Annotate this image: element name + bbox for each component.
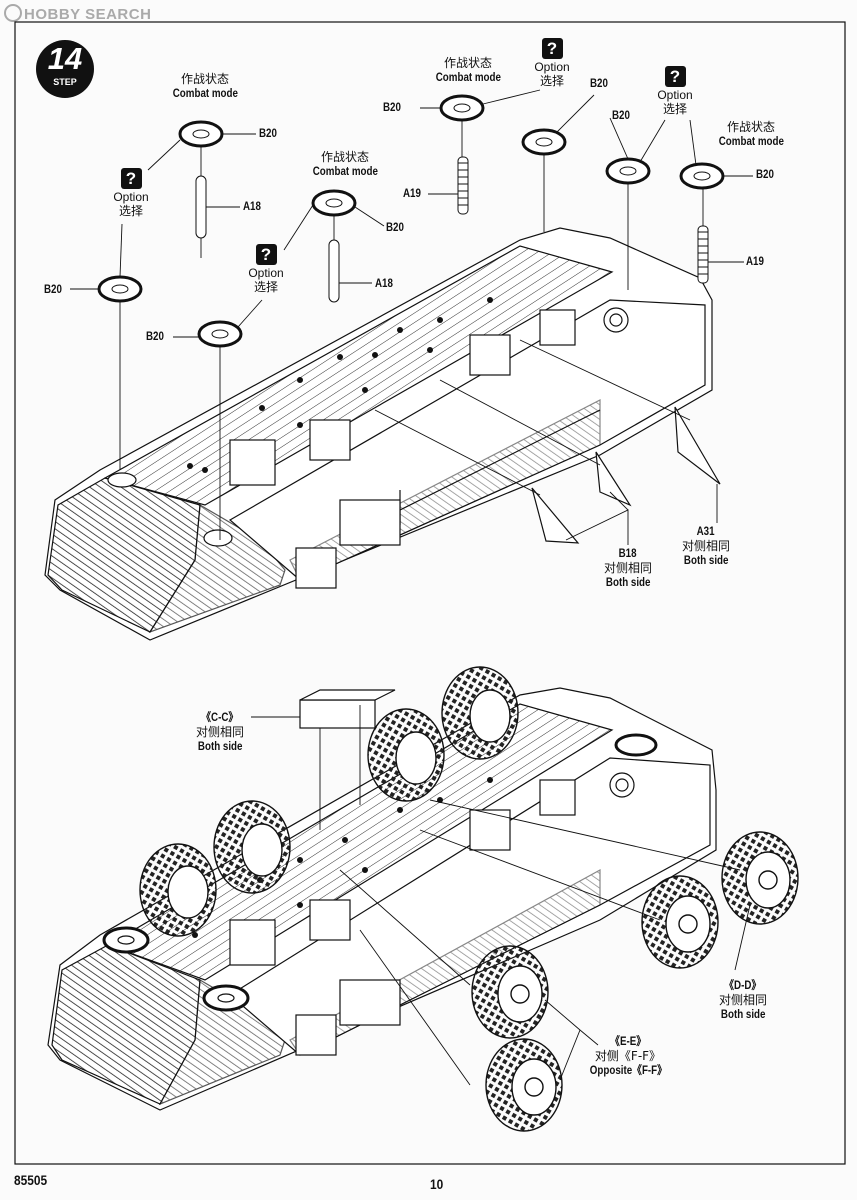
dd-callout: 《D-D》 对侧相同 Both side <box>703 978 783 1022</box>
pin-a19-1 <box>457 156 469 215</box>
step-word: STEP <box>53 77 77 87</box>
combat-en: Combat mode <box>435 72 501 84</box>
option-note-4: ? Option 选择 <box>649 66 701 116</box>
part-a19: A19 <box>403 188 421 200</box>
opposite-en: Opposite《F-F》 <box>589 1065 667 1077</box>
hull-bottom-assembly <box>47 687 717 1111</box>
disc-b20-4 <box>521 128 567 156</box>
step-number: 14 <box>47 41 83 76</box>
disc-b20-3 <box>439 94 485 122</box>
cc-callout: 《C-C》 对侧相同 Both side <box>180 710 260 754</box>
question-icon: ? <box>541 38 563 59</box>
part-b20: B20 <box>756 169 774 181</box>
a31-callout: A31 对侧相同 Both side <box>670 524 742 568</box>
question-icon: ? <box>120 168 142 189</box>
wheel-right-1 <box>721 831 799 925</box>
opposite-cn: 对侧《F-F》 <box>594 1049 662 1063</box>
both-en: Both side <box>683 555 729 567</box>
ee-callout: 《E-E》 对侧《F-F》 Opposite《F-F》 <box>580 1034 676 1078</box>
leader-lines-bottom <box>251 705 751 1086</box>
wheel-f-f <box>485 1038 563 1132</box>
part-b20: B20 <box>259 128 277 140</box>
wheel-left-4 <box>441 666 519 760</box>
disc-b20-8 <box>197 320 243 348</box>
option-note-1: ? Option 选择 <box>105 168 157 218</box>
hull-top-assembly <box>44 227 721 641</box>
part-a18: A18 <box>243 201 261 213</box>
part-b20: B20 <box>590 78 608 90</box>
both-cn: 对侧相同 <box>195 725 244 739</box>
option-cn: 选择 <box>662 102 687 116</box>
part-b20: B20 <box>146 331 164 343</box>
wheels <box>139 666 799 1132</box>
logo-ring-icon <box>4 4 22 22</box>
wheel-left-3 <box>367 708 445 802</box>
disc-b20-6 <box>679 162 725 190</box>
part-cc: 《C-C》 <box>201 712 239 724</box>
hobby-search-watermark: HOBBY SEARCH <box>4 4 151 23</box>
part-a18: A18 <box>375 278 393 290</box>
disc-b20-5 <box>605 157 651 185</box>
disc-b20-1 <box>178 120 224 148</box>
part-b20: B20 <box>612 110 630 122</box>
page-number: 10 <box>430 1176 444 1192</box>
part-ee: 《E-E》 <box>610 1036 646 1048</box>
disc-b20-2 <box>311 189 357 217</box>
leader-lines-top <box>70 89 753 545</box>
option-cn: 选择 <box>253 280 278 294</box>
both-en: Both side <box>197 741 243 753</box>
b18-callout: B18 对侧相同 Both side <box>592 546 664 590</box>
question-icon: ? <box>255 244 277 265</box>
combat-mode-label-2: 作战状态 Combat mode <box>302 150 388 179</box>
both-cn: 对侧相同 <box>718 993 767 1007</box>
disc-b20-7 <box>97 275 143 303</box>
combat-mode-label-3: 作战状态 Combat mode <box>425 56 511 85</box>
part-b20: B20 <box>383 102 401 114</box>
wheel-left-2 <box>213 800 291 894</box>
part-b20: B20 <box>44 284 62 296</box>
pin-a18-1 <box>195 175 207 239</box>
combat-mode-label-4: 作战状态 Combat mode <box>708 120 794 149</box>
wheel-e-e <box>471 945 549 1039</box>
question-icon: ? <box>664 66 686 87</box>
kit-number: 85505 <box>14 1172 48 1188</box>
part-b20: B20 <box>386 222 404 234</box>
part-b18: B18 <box>619 548 637 560</box>
combat-cn: 作战状态 <box>320 150 369 164</box>
option-en: Option <box>657 88 693 102</box>
option-en: Option <box>113 190 149 204</box>
both-cn: 对侧相同 <box>603 561 652 575</box>
both-en: Both side <box>605 577 651 589</box>
option-en: Option <box>534 60 570 74</box>
combat-en: Combat mode <box>172 88 238 100</box>
step-badge: 14 STEP <box>36 40 94 98</box>
both-en: Both side <box>720 1009 766 1021</box>
pin-a19-2 <box>697 225 709 284</box>
part-a31: A31 <box>697 526 715 538</box>
option-en: Option <box>248 266 284 280</box>
option-note-3: ? Option 选择 <box>526 38 578 88</box>
wheel-left-1 <box>139 843 217 937</box>
disc-parts-top <box>97 94 725 348</box>
part-dd: 《D-D》 <box>724 980 762 992</box>
combat-cn: 作战状态 <box>180 72 229 86</box>
part-a19: A19 <box>746 256 764 268</box>
pin-a18-2 <box>328 239 340 303</box>
combat-mode-label-1: 作战状态 Combat mode <box>165 72 245 101</box>
combat-cn: 作战状态 <box>726 120 775 134</box>
watermark-text: HOBBY SEARCH <box>24 6 152 23</box>
wheel-right-2 <box>641 875 719 969</box>
combat-en: Combat mode <box>312 166 378 178</box>
option-cn: 选择 <box>539 74 564 88</box>
combat-cn: 作战状态 <box>443 56 492 70</box>
both-cn: 对侧相同 <box>681 539 730 553</box>
option-note-2: ? Option 选择 <box>240 244 292 294</box>
combat-en: Combat mode <box>718 136 784 148</box>
option-cn: 选择 <box>118 204 143 218</box>
